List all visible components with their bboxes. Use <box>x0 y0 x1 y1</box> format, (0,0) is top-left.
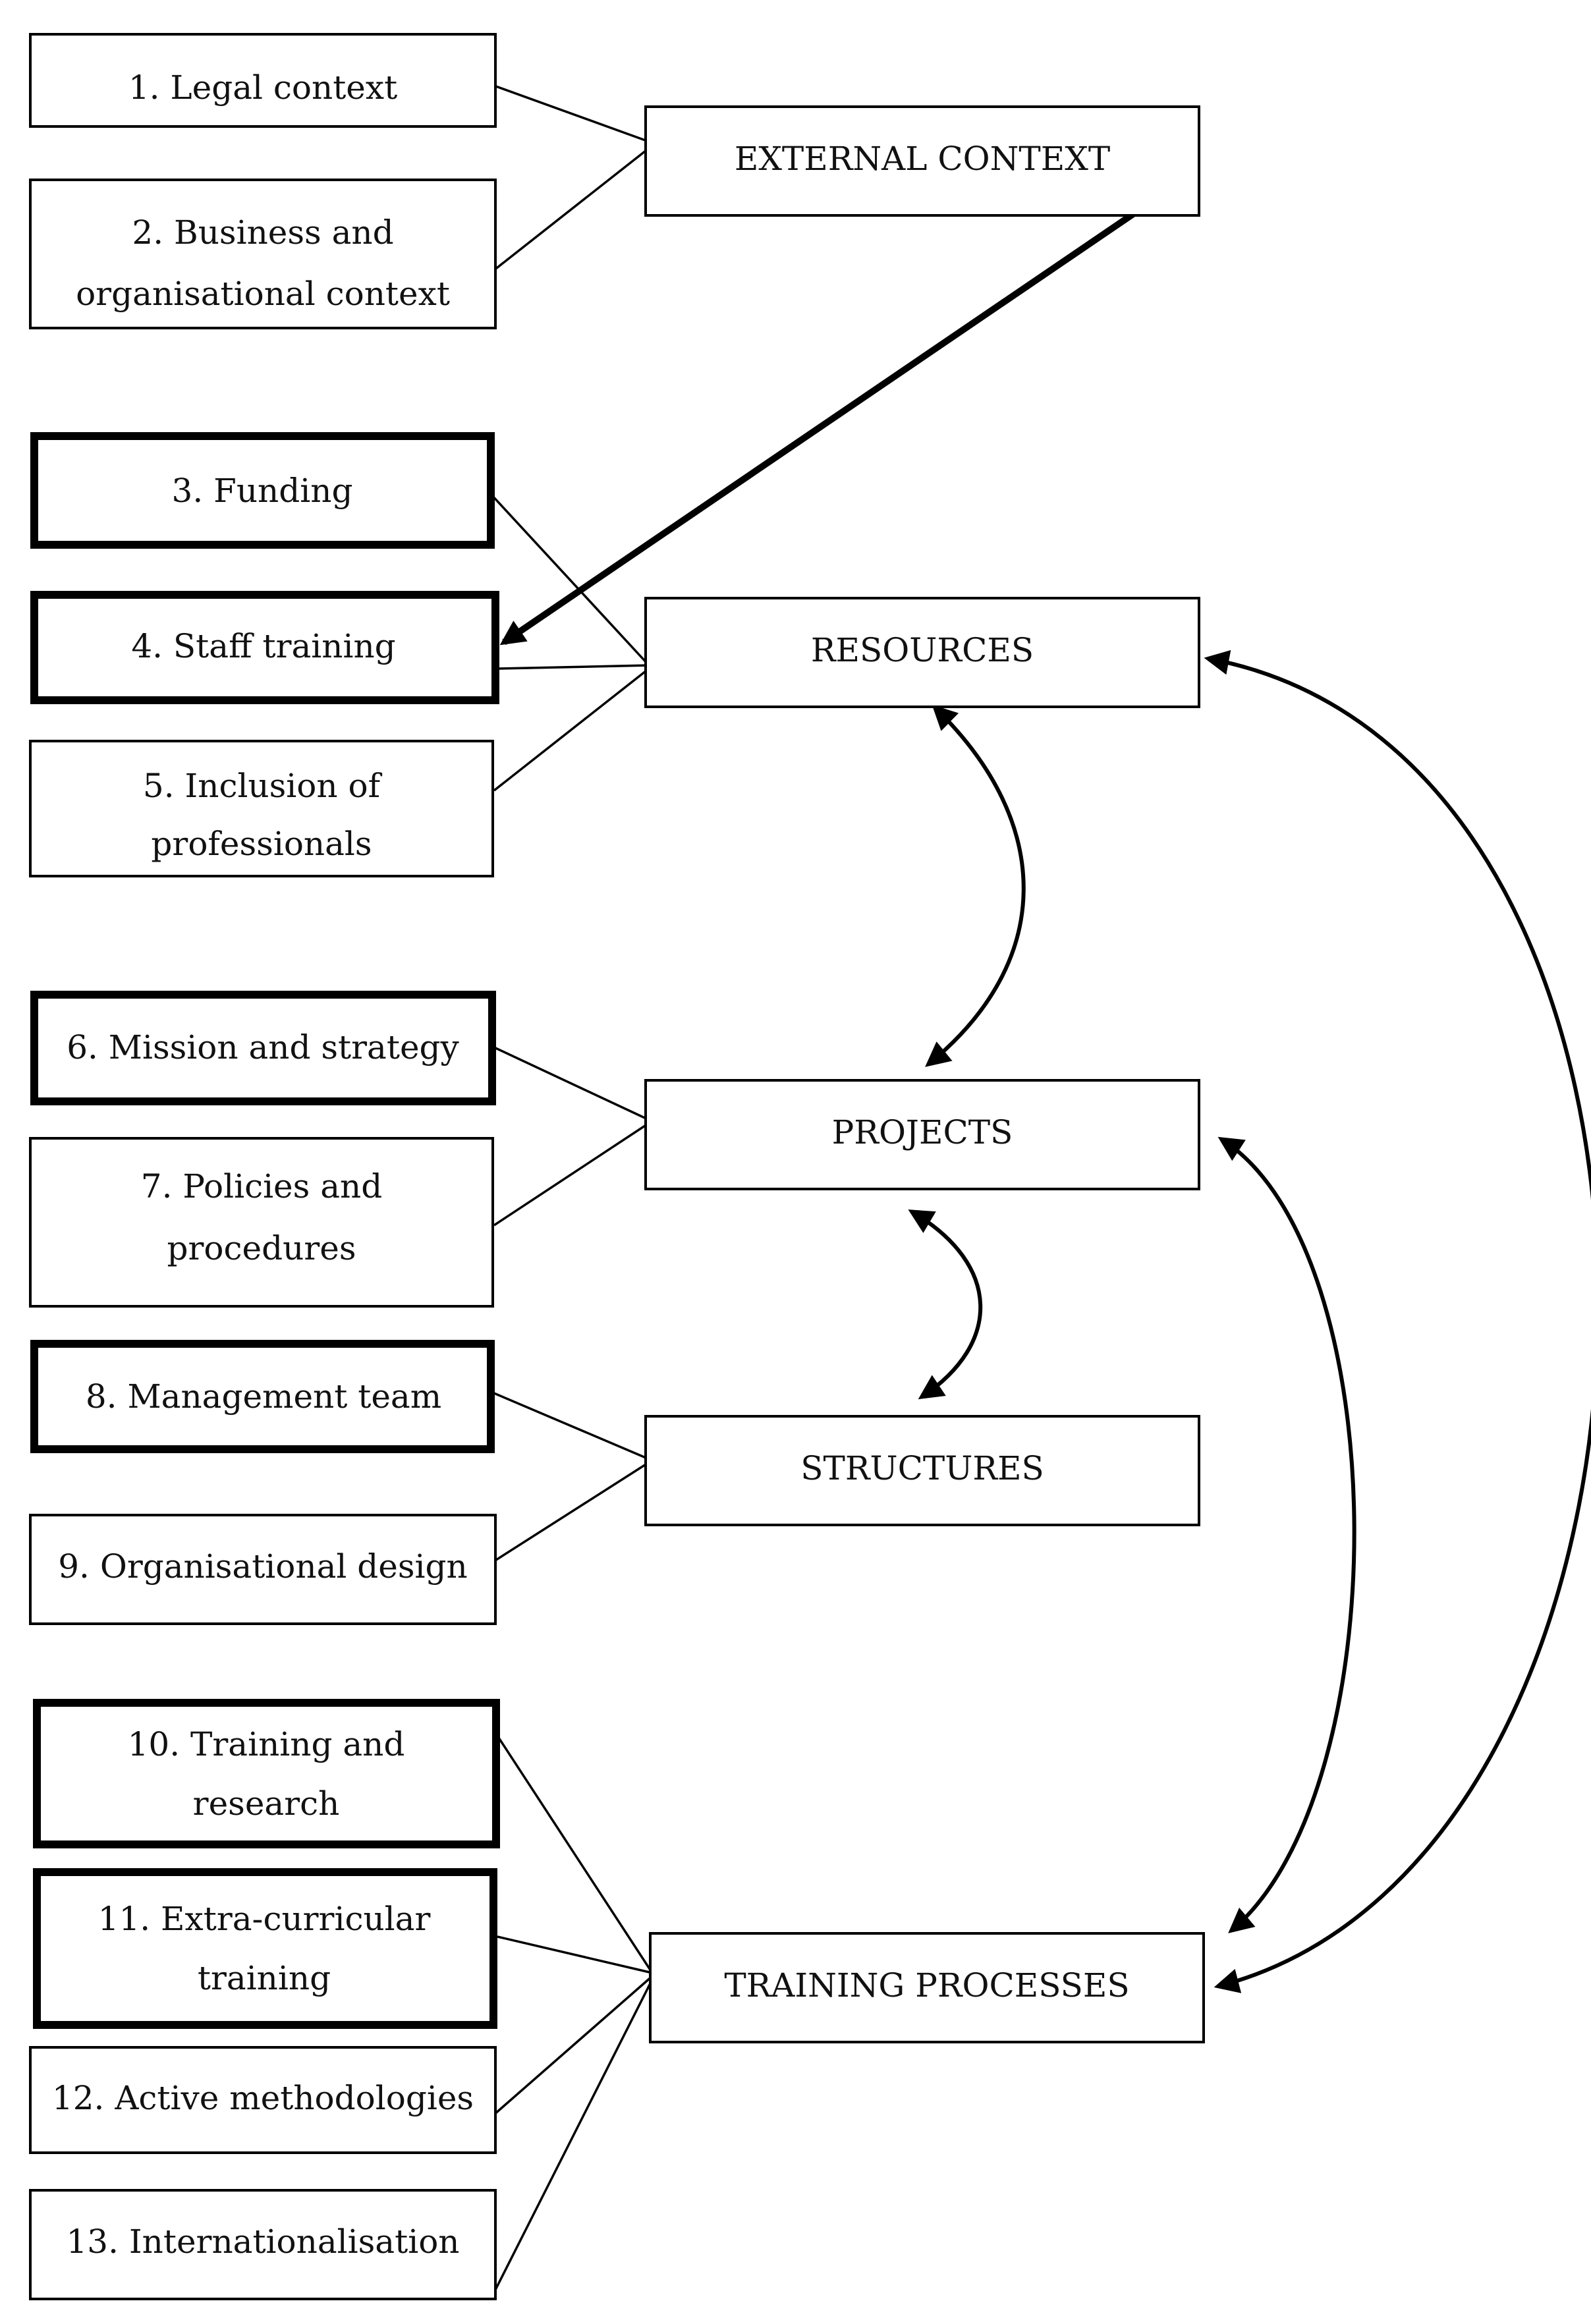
factor-10-label-line1: 10. Training and <box>128 1725 405 1763</box>
category-arrows <box>908 650 1591 1993</box>
category-training-processes-label: TRAINING PROCESSES <box>724 1966 1129 2005</box>
factor-2-business-context: 2. Business and organisational context <box>29 179 497 329</box>
factor-4-staff-training: 4. Staff training <box>30 591 499 704</box>
category-structures-label: STRUCTURES <box>800 1449 1044 1487</box>
connector-10-training <box>496 1735 654 1974</box>
factor-11-label-line2: training <box>198 1959 331 1997</box>
projects-training-arrow <box>1217 1136 1356 1933</box>
factor-5-inclusion-of-professionals: 5. Inclusion of professionals <box>29 740 494 877</box>
factor-13-internationalisation: 13. Internationalisation <box>29 2189 497 2300</box>
factor-9-organisational-design: 9. Organisational design <box>29 1514 497 1625</box>
factor-12-active-methodologies: 12. Active methodologies <box>29 2046 497 2154</box>
factor-boxes: 1. Legal context 2. Business and organis… <box>29 33 500 2300</box>
factor-9-label: 9. Organisational design <box>58 1547 468 1586</box>
category-resources-label: RESOURCES <box>811 631 1034 669</box>
factor-11-extra-curricular-training: 11. Extra-curricular training <box>33 1868 497 2029</box>
connector-13-training <box>493 1979 654 2293</box>
category-structures: STRUCTURES <box>644 1415 1200 1526</box>
resources-training-arrow <box>1204 650 1591 1993</box>
factor-10-training-and-research: 10. Training and research <box>33 1699 500 1848</box>
connector-5-resources <box>493 667 650 792</box>
category-external-context-label: EXTERNAL CONTEXT <box>735 140 1110 178</box>
connector-6-projects <box>493 1046 650 1121</box>
category-training-processes: TRAINING PROCESSES <box>649 1932 1205 2043</box>
category-projects-label: PROJECTS <box>832 1113 1013 1151</box>
connector-12-training <box>493 1975 654 2116</box>
factor-7-label-line1: 7. Policies and <box>141 1167 382 1205</box>
factor-12-label: 12. Active methodologies <box>52 2079 474 2117</box>
factor-1-label: 1. Legal context <box>128 69 397 107</box>
external-to-staff-training-arrow <box>499 211 1135 646</box>
connector-1-external <box>493 84 650 143</box>
factor-7-policies-and-procedures: 7. Policies and procedures <box>29 1137 494 1308</box>
factor-1-legal-context: 1. Legal context <box>29 33 497 128</box>
factor-6-label: 6. Mission and strategy <box>67 1028 459 1066</box>
projects-structures-arrow <box>908 1209 983 1400</box>
connector-2-external <box>493 147 650 271</box>
factor-8-management-team: 8. Management team <box>30 1340 495 1453</box>
connector-7-projects <box>493 1122 650 1227</box>
category-resources: RESOURCES <box>644 597 1200 708</box>
factor-2-label-line2: organisational context <box>76 275 450 313</box>
factor-13-label: 13. Internationalisation <box>67 2223 460 2261</box>
connector-4-resources <box>497 664 650 670</box>
factor-10-label-line2: research <box>193 1784 340 1823</box>
factor-5-label-line2: professionals <box>151 825 372 863</box>
factor-5-label-line1: 5. Inclusion of <box>143 767 383 805</box>
resources-projects-arrow <box>925 704 1026 1067</box>
connector-3-resources <box>489 493 650 667</box>
connector-8-structures <box>493 1392 650 1460</box>
category-external-context: EXTERNAL CONTEXT <box>644 105 1200 217</box>
connector-9-structures <box>493 1461 650 1563</box>
factor-8-label: 8. Management team <box>86 1377 441 1416</box>
factor-3-label: 3. Funding <box>172 472 353 510</box>
factor-11-label-line1: 11. Extra-curricular <box>98 1900 431 1938</box>
factor-4-label: 4. Staff training <box>131 627 395 665</box>
factor-3-funding: 3. Funding <box>30 432 495 549</box>
connector-11-training <box>497 1935 653 1974</box>
category-projects: PROJECTS <box>644 1079 1200 1190</box>
category-boxes: EXTERNAL CONTEXT RESOURCES PROJECTS STRU… <box>644 105 1205 2043</box>
factor-6-mission-and-strategy: 6. Mission and strategy <box>30 991 496 1105</box>
connectors <box>489 84 654 2293</box>
factor-2-label-line1: 2. Business and <box>132 213 393 252</box>
factor-7-label-line2: procedures <box>167 1229 356 1267</box>
